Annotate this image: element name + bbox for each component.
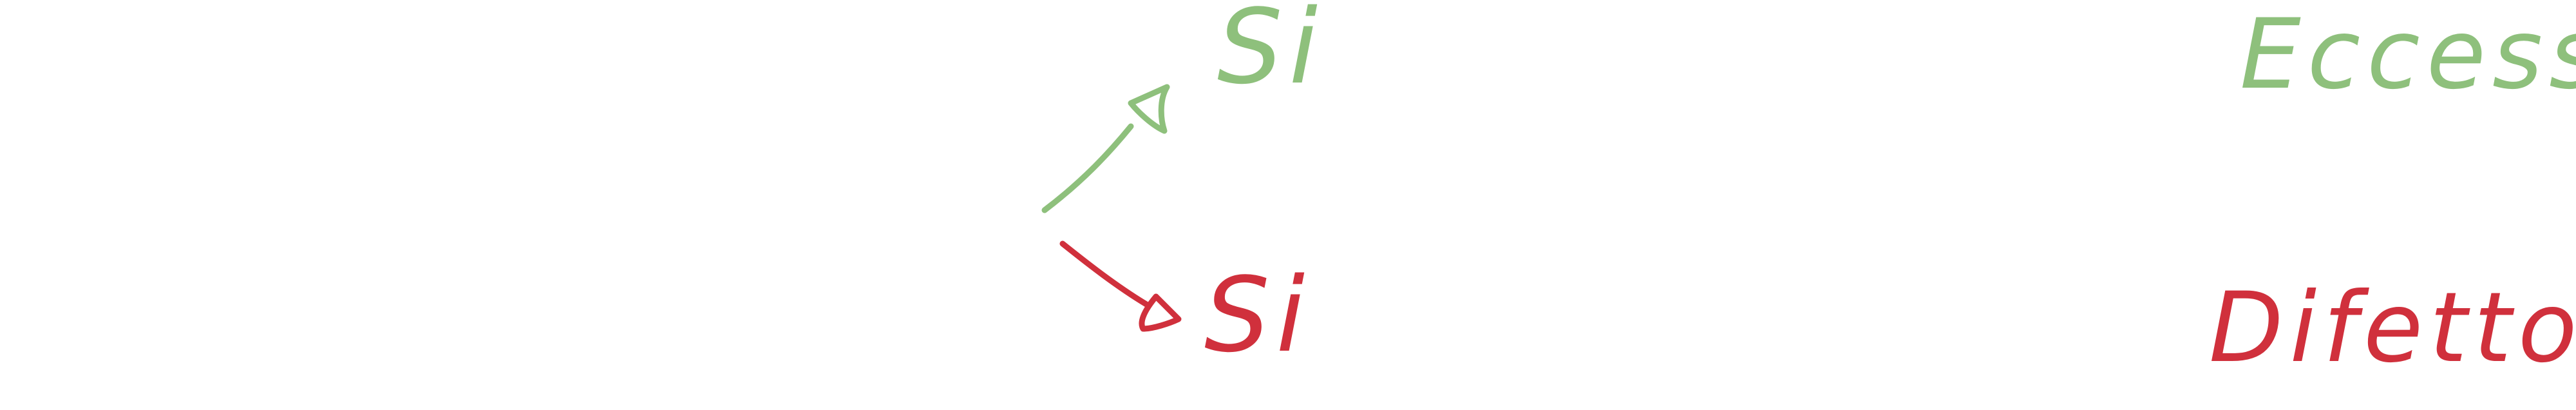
bottom-result-label: Difetto (2209, 272, 2576, 384)
top-branch-arrow (1041, 84, 1170, 213)
bottom-branch-label: Si (1204, 255, 1311, 375)
bottom-arrow-shaft (1059, 240, 1150, 308)
bottom-arrow-head (1139, 293, 1182, 332)
top-result-label: Eccesso (2240, 0, 2576, 111)
top-arrow-shaft (1041, 123, 1134, 213)
top-arrow-head (1128, 84, 1170, 134)
top-branch-label: Si (1217, 0, 1324, 107)
bottom-branch-arrow (1059, 240, 1182, 332)
